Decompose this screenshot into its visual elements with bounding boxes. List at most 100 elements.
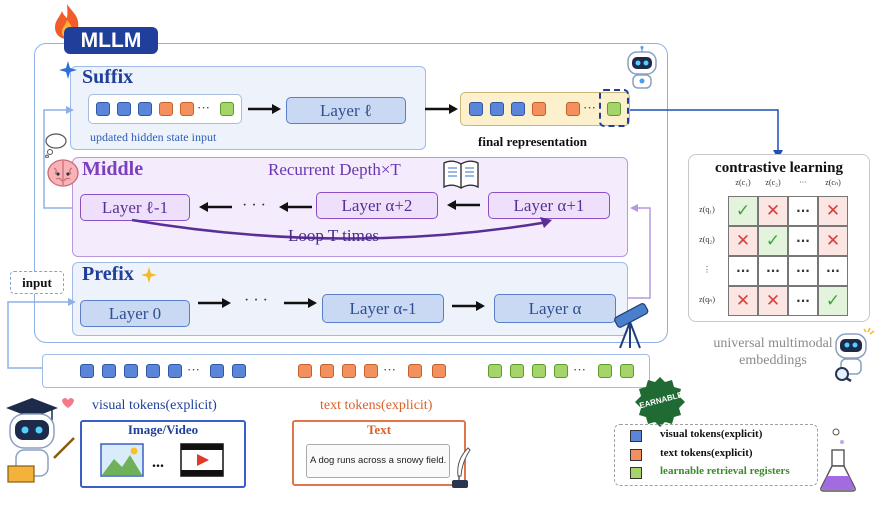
token-text (566, 102, 580, 116)
book-icon (443, 160, 479, 189)
layer-suffix: Layer ℓ (286, 97, 406, 124)
token-visual (511, 102, 525, 116)
token-ellipsis: ··· (383, 362, 396, 377)
token-ellipsis: ··· (583, 100, 596, 115)
arrow-left (279, 202, 312, 212)
connector-final-to-contrastive (630, 109, 783, 159)
register-highlight (599, 89, 629, 127)
token-register (607, 102, 621, 116)
token-ellipsis: ··· (197, 100, 210, 115)
token-visual (102, 364, 116, 378)
match-cell: ✓ (818, 286, 848, 316)
token-visual (124, 364, 138, 378)
token-visual (490, 102, 504, 116)
matrix-col-header: z(cₙ) (825, 178, 841, 187)
arrow-right (198, 298, 231, 308)
token-register (598, 364, 612, 378)
matrix-row-header: z(qₙ) (698, 295, 716, 304)
mismatch-cell: ✕ (818, 226, 848, 256)
token-text (432, 364, 446, 378)
image-video-ellipsis: ... (152, 454, 164, 471)
connector-input-to-prefix (7, 298, 76, 369)
matrix-row-header: ⋮ (703, 265, 711, 274)
suffix-caption: updated hidden state input (90, 130, 217, 144)
token-visual (117, 102, 131, 116)
final-representation-strip (460, 92, 630, 126)
mismatch-cell: ✕ (728, 226, 758, 256)
matrix-col-header: z(c₁) (735, 178, 751, 187)
layer-ellipsis: · · · (244, 292, 268, 309)
token-ellipsis: ··· (187, 362, 200, 377)
thought-bubble-icon (45, 133, 67, 158)
matrix-col-header: z(c₂) (765, 178, 781, 187)
legend-label-visual: visual tokens(explicit) (660, 428, 763, 440)
token-visual (168, 364, 182, 378)
contrastive-title: contrastive learning (715, 160, 843, 176)
text-sentence-paper (306, 444, 450, 478)
ellipsis-cell: ··· (758, 256, 788, 286)
token-text (532, 102, 546, 116)
matrix-row-header: z(q₂) (699, 235, 715, 244)
mismatch-cell: ✕ (758, 196, 788, 226)
legend-label-register: learnable retrieval registers (660, 465, 790, 477)
ellipsis-cell: ··· (818, 256, 848, 286)
loop-arc (131, 217, 552, 240)
brain-icon (47, 159, 79, 187)
input-box (10, 271, 64, 294)
token-visual (232, 364, 246, 378)
embeddings-caption-line1: universal multimodal (713, 336, 833, 351)
text-sentence: A dog runs across a snowy field. (310, 455, 447, 466)
suffix-title: Suffix (82, 66, 134, 88)
ellipsis-cell: ··· (788, 286, 818, 316)
token-register (554, 364, 568, 378)
layer-middle-1: Layer ℓ-1 (80, 194, 190, 221)
flask-icon (820, 428, 856, 492)
mismatch-cell: ✕ (728, 286, 758, 316)
mismatch-cell: ✕ (818, 196, 848, 226)
mllm-frame (34, 43, 668, 343)
legend-swatch-text (630, 449, 642, 461)
contrastive-matrix: z(c₁)z(c₂)···z(cₙ)z(q₁)z(q₂)⋮z(qₙ)✓✕···✕… (699, 178, 860, 316)
layer-middle-3: Layer α+1 (488, 192, 610, 219)
play-icon (180, 443, 224, 477)
token-visual (138, 102, 152, 116)
robot-icon (627, 46, 657, 89)
sparkle-icon (59, 61, 77, 79)
ellipsis-cell: ··· (728, 256, 758, 286)
teacher-robot-icon (6, 398, 75, 483)
ellipsis-cell: ··· (788, 226, 818, 256)
telescope-icon (614, 303, 649, 349)
text-tokens-caption: text tokens(explicit) (320, 398, 433, 413)
token-text (364, 364, 378, 378)
match-cell: ✓ (728, 196, 758, 226)
layer-prefix-3: Layer α (494, 294, 616, 323)
arrow-left (199, 202, 232, 212)
matrix-col-header: ··· (799, 178, 807, 187)
token-text (342, 364, 356, 378)
match-cell: ✓ (758, 226, 788, 256)
token-visual (146, 364, 160, 378)
token-visual (469, 102, 483, 116)
image-video-title: Image/Video (127, 422, 199, 437)
token-register (620, 364, 634, 378)
final-representation-label: final representation (478, 134, 587, 149)
recurrent-depth-label: Recurrent Depth×T (268, 160, 401, 179)
mllm-title: MLLM (80, 29, 142, 52)
embeddings-caption-line2: embeddings (739, 353, 807, 368)
ellipsis-cell: ··· (788, 256, 818, 286)
layer-ellipsis: · · · (242, 197, 266, 214)
prefix-title: Prefix (82, 263, 134, 285)
token-visual (80, 364, 94, 378)
token-text (298, 364, 312, 378)
token-register (488, 364, 502, 378)
sparkle-icon (140, 266, 158, 284)
input-label: input (22, 275, 52, 290)
connector-prefix-to-middle (628, 204, 651, 299)
text-box-title: Text (366, 422, 392, 437)
arrow-right (248, 104, 281, 114)
mismatch-cell: ✕ (758, 286, 788, 316)
layer-prefix-1: Layer 0 (80, 300, 190, 327)
quill-icon (452, 447, 471, 488)
token-register (532, 364, 546, 378)
arrow-right (284, 298, 317, 308)
